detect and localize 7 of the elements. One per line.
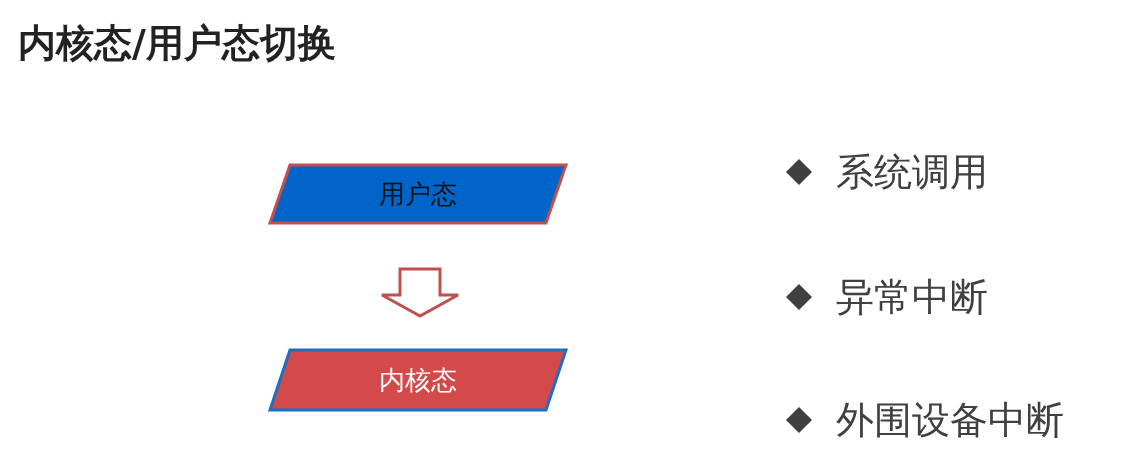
list-item: 异常中断 <box>836 274 988 321</box>
title: 内核态/用户态切换 <box>18 20 336 67</box>
list-item: 系统调用 <box>836 149 988 196</box>
list-item: 外围设备中断 <box>836 397 1064 444</box>
parallelogram-box: 用户态 <box>268 163 568 225</box>
parallelogram-box: 内核态 <box>268 348 568 412</box>
block-arrow <box>380 267 460 318</box>
